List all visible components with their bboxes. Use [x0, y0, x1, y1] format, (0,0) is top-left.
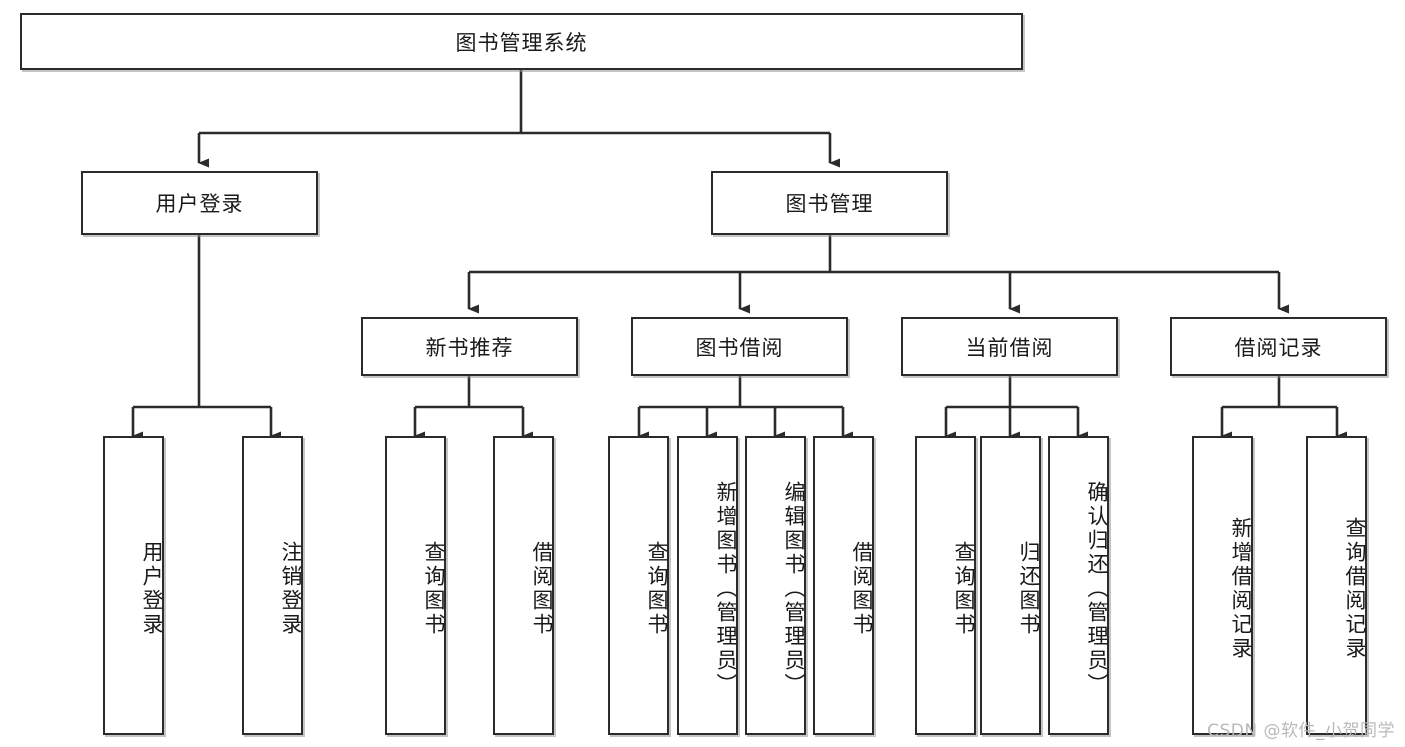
- node-leaf-add-record-label: 新增借阅记录: [1229, 516, 1253, 661]
- node-current-borrow-label: 当前借阅: [965, 335, 1054, 360]
- node-book-management-label: 图书管理: [785, 192, 874, 216]
- node-leaf-borrow-book-1[interactable]: 借阅图书: [493, 436, 554, 735]
- node-leaf-edit-book-label: 编辑图书（管理员）: [782, 480, 806, 697]
- node-borrow-record-label: 借阅记录: [1234, 335, 1323, 360]
- node-root-label: 图书管理系统: [455, 30, 588, 55]
- node-user-login-label: 用户登录: [155, 192, 244, 216]
- node-leaf-edit-book[interactable]: 编辑图书（管理员）: [745, 436, 806, 735]
- node-new-book-recommend[interactable]: 新书推荐: [361, 317, 578, 376]
- node-book-borrow[interactable]: 图书借阅: [631, 317, 848, 376]
- node-leaf-return-book[interactable]: 归还图书: [980, 436, 1041, 735]
- node-leaf-confirm-return[interactable]: 确认归还（管理员）: [1048, 436, 1109, 735]
- node-leaf-query-record[interactable]: 查询借阅记录: [1306, 436, 1367, 735]
- node-leaf-query-book-1[interactable]: 查询图书: [385, 436, 446, 735]
- node-leaf-add-book[interactable]: 新增图书（管理员）: [677, 436, 738, 735]
- node-book-borrow-label: 图书借阅: [695, 335, 784, 360]
- node-leaf-query-record-label: 查询借阅记录: [1343, 516, 1367, 661]
- node-borrow-record[interactable]: 借阅记录: [1170, 317, 1387, 376]
- node-book-management[interactable]: 图书管理: [711, 171, 948, 235]
- node-leaf-borrow-book-1-label: 借阅图书: [530, 540, 554, 637]
- watermark: CSDN @软件_小贺同学: [1207, 721, 1395, 741]
- node-leaf-query-book-3[interactable]: 查询图书: [915, 436, 976, 735]
- node-leaf-borrow-book-2[interactable]: 借阅图书: [813, 436, 874, 735]
- node-leaf-add-book-label: 新增图书（管理员）: [714, 480, 738, 697]
- node-root[interactable]: 图书管理系统: [20, 13, 1023, 70]
- node-leaf-add-record[interactable]: 新增借阅记录: [1192, 436, 1253, 735]
- node-leaf-confirm-return-label: 确认归还（管理员）: [1085, 480, 1109, 697]
- node-leaf-user-login-label: 用户登录: [140, 540, 164, 637]
- node-new-book-recommend-label: 新书推荐: [425, 335, 514, 360]
- node-leaf-return-book-label: 归还图书: [1017, 540, 1041, 637]
- node-leaf-query-book-1-label: 查询图书: [422, 540, 446, 637]
- node-leaf-user-logout[interactable]: 注销登录: [242, 436, 303, 735]
- node-user-login[interactable]: 用户登录: [81, 171, 318, 235]
- node-leaf-query-book-2-label: 查询图书: [645, 540, 669, 637]
- node-leaf-user-logout-label: 注销登录: [279, 540, 303, 637]
- node-leaf-user-login[interactable]: 用户登录: [103, 436, 164, 735]
- node-leaf-query-book-3-label: 查询图书: [952, 540, 976, 637]
- node-leaf-query-book-2[interactable]: 查询图书: [608, 436, 669, 735]
- node-leaf-borrow-book-2-label: 借阅图书: [850, 540, 874, 637]
- node-current-borrow[interactable]: 当前借阅: [901, 317, 1118, 376]
